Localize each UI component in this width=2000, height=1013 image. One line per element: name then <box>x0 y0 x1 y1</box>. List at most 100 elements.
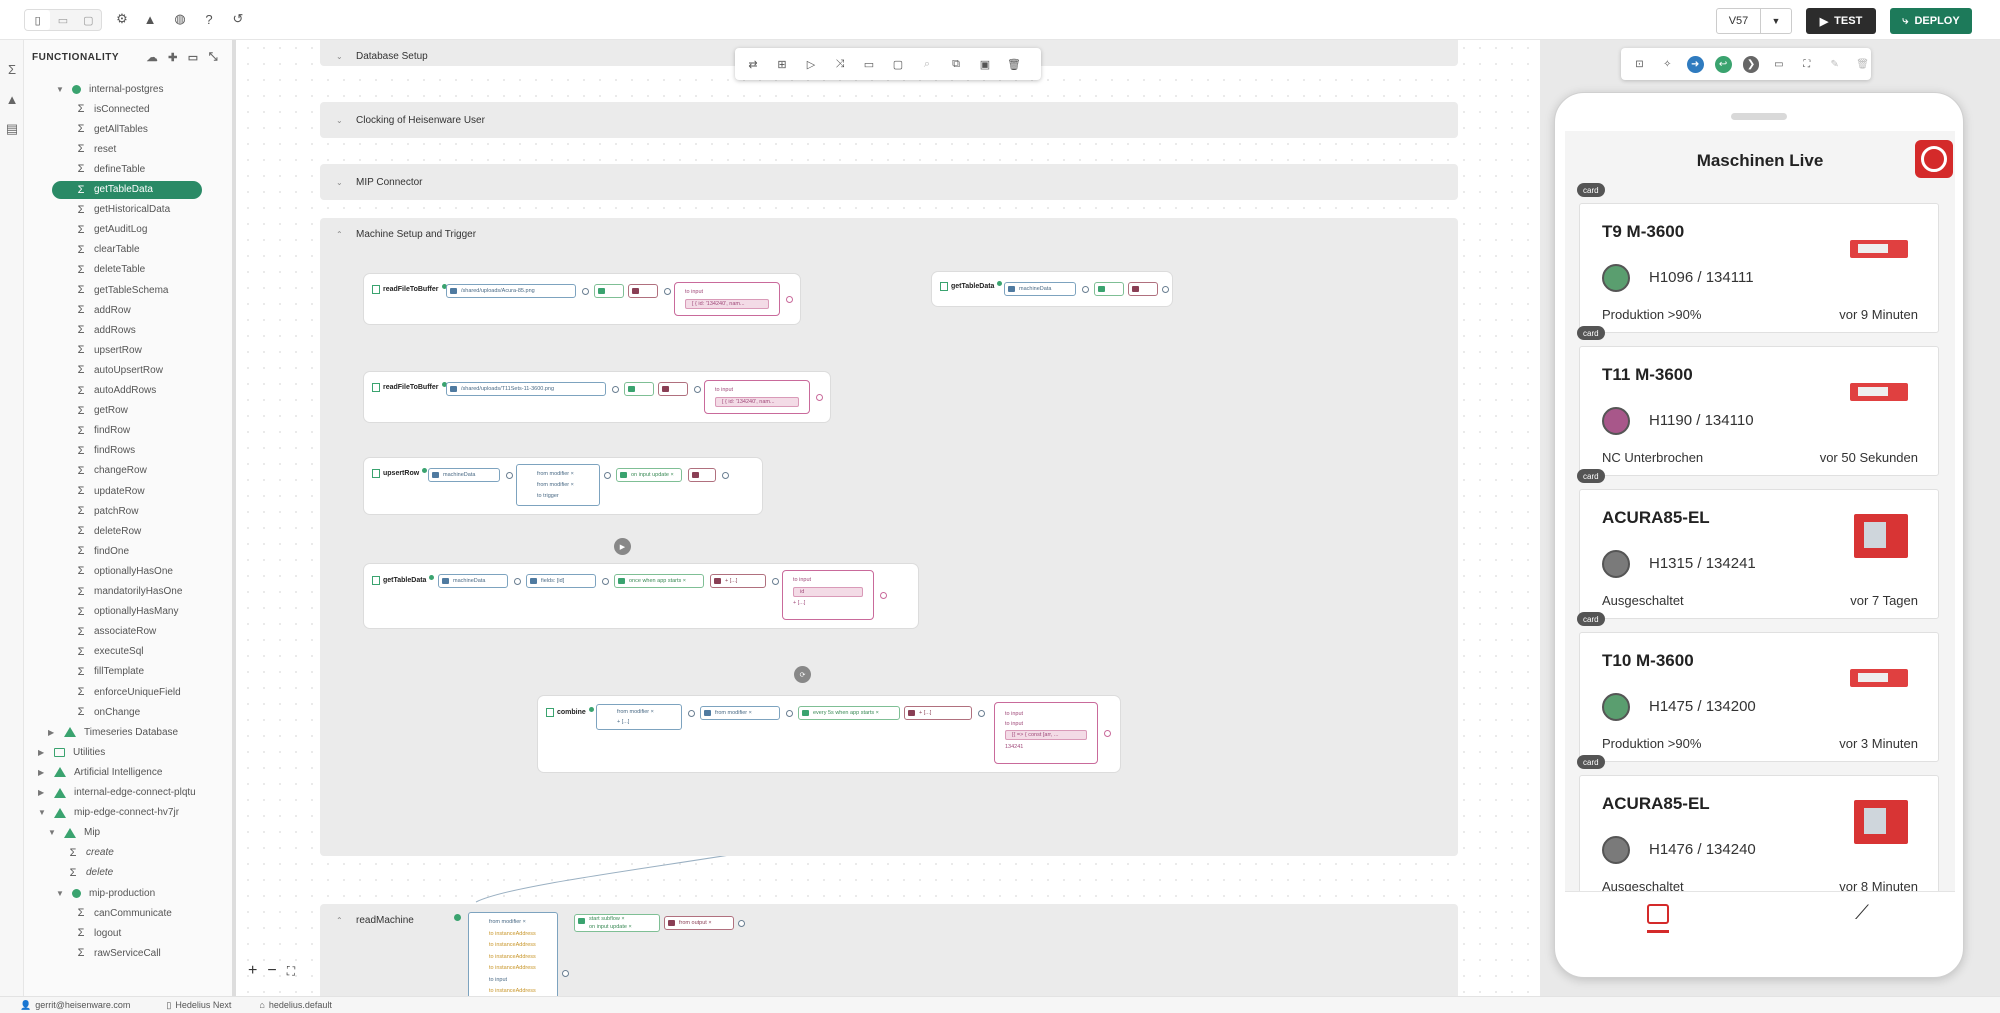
array-chip[interactable]: + [...] <box>904 706 972 720</box>
puzzle-icon[interactable]: ✚ <box>168 52 178 64</box>
pages-icon[interactable]: ▤ <box>5 121 19 136</box>
tenant-info[interactable]: ⌂hedelius.default <box>259 1000 332 1010</box>
trash-icon[interactable]: 🗑 <box>1856 58 1869 70</box>
node-read-file-2[interactable]: readFileToBuffer /shared/uploads/T11Sets… <box>364 372 830 422</box>
file-path-chip[interactable]: /shared/uploads/Acura-85.png <box>446 284 576 298</box>
node-get-table-data-2[interactable]: getTableData machineData <box>932 272 1172 306</box>
zoom-in-icon[interactable]: + <box>248 962 258 979</box>
trigger-chip[interactable]: every 5s when app starts × <box>798 706 900 720</box>
user-info[interactable]: 👤gerrit@heisenware.com <box>20 1000 130 1011</box>
swap-icon[interactable]: ⇄ <box>748 58 758 71</box>
node-upsert-row[interactable]: upsertRow machineData from modifier × fr… <box>364 458 762 514</box>
sidebar-item-mip-production[interactable]: ▼mip-production <box>24 884 224 902</box>
trigger-chip[interactable]: once when app starts × <box>614 574 704 588</box>
array-chip[interactable]: + [...] <box>710 574 766 588</box>
copy-icon[interactable]: ⧉ <box>952 57 960 70</box>
chevron-down-icon[interactable]: ⌄ <box>336 177 343 187</box>
chevron-right-icon[interactable]: ▶ <box>38 767 45 777</box>
sidebar-item-internal-postgres[interactable]: ▼internal-postgres <box>24 80 224 98</box>
trash-icon[interactable]: 🗑 <box>1007 58 1021 71</box>
frame-icon[interactable]: ⊡ <box>1635 58 1644 70</box>
desktop-icon[interactable]: ▢ <box>83 14 94 27</box>
node-get-table-data[interactable]: getTableData machineData fields: [id] on… <box>364 564 918 628</box>
factory-icon[interactable] <box>1647 904 1669 924</box>
forward-icon[interactable]: ➜ <box>1686 55 1704 73</box>
chevron-down-icon[interactable]: ⌄ <box>336 115 343 125</box>
output-box[interactable]: to input [ { id: '134240', nam... <box>704 380 810 414</box>
chip-icon[interactable]: ⊞ <box>777 58 787 71</box>
comment-icon[interactable]: ▢ <box>892 58 904 71</box>
subflow-trigger-chip[interactable]: start subflow ×on input update × <box>574 914 660 932</box>
cast-icon[interactable]: ▭ <box>187 52 199 64</box>
chevron-down-icon[interactable]: ⌄ <box>336 51 343 61</box>
sidebar-item-artificial-intelligence[interactable]: ▶Artificial Intelligence <box>24 763 224 781</box>
output-chip[interactable] <box>658 382 688 396</box>
fullscreen-icon[interactable]: ⛶ <box>1803 58 1811 70</box>
device-info[interactable]: ▯Hedelius Next <box>166 1000 231 1011</box>
chevron-right-icon[interactable]: ▶ <box>48 727 55 737</box>
globe-icon[interactable]: ◍ <box>174 11 186 26</box>
play-icon[interactable]: ▷ <box>806 58 816 71</box>
group-mip-connector[interactable]: ⌄MIP Connector <box>320 164 1458 200</box>
navigation-icon[interactable]: ▲ <box>143 11 157 27</box>
history-icon[interactable]: ↺ <box>232 11 244 26</box>
collapse-icon[interactable]: ⤡ <box>208 51 218 63</box>
modifier-chip[interactable]: from modifier × <box>700 706 780 720</box>
gear-icon[interactable]: ⚙ <box>116 11 128 26</box>
output-box[interactable]: to input id + [...] <box>782 570 874 620</box>
chevron-down-icon[interactable]: ▼ <box>56 888 64 898</box>
search-icon[interactable]: ⌕ <box>923 57 931 70</box>
node-combine[interactable]: combine from modifier × + [...] from mod… <box>538 696 1120 772</box>
next-icon[interactable]: ❯ <box>1742 55 1760 73</box>
loop-icon[interactable]: ⟳ <box>794 666 811 683</box>
shuffle-icon[interactable]: ⤨ <box>835 57 845 70</box>
file-path-chip[interactable]: /shared/uploads/T11Sets-11-3600.png <box>446 382 606 396</box>
magic-icon[interactable]: ✧ <box>1663 58 1672 70</box>
test-button[interactable]: ▶ TEST <box>1806 8 1876 34</box>
trigger-chip[interactable] <box>594 284 624 298</box>
edit-icon[interactable]: ✎ <box>1830 58 1839 70</box>
chevron-right-icon[interactable]: ▶ <box>38 747 45 757</box>
output-chip[interactable] <box>688 468 716 482</box>
modifier-box[interactable]: from modifier × + [...] <box>596 704 682 730</box>
chart-icon[interactable]: ⟋ <box>1855 902 1869 924</box>
chevron-up-icon[interactable]: ⌃ <box>336 915 343 925</box>
output-chip[interactable] <box>1128 282 1158 296</box>
chevron-down-icon[interactable]: ▼ <box>38 808 46 818</box>
sidebar-item-timeseries-database[interactable]: ▶Timeseries Database <box>24 723 224 741</box>
trigger-chip[interactable] <box>624 382 654 396</box>
folder-icon[interactable]: ▭ <box>863 58 875 71</box>
run-icon[interactable]: ▶ <box>614 538 631 555</box>
chevron-down-icon[interactable]: ▼ <box>48 828 56 838</box>
table-chip[interactable]: machineData <box>428 468 500 482</box>
tablet-icon[interactable]: ▭ <box>57 14 69 27</box>
